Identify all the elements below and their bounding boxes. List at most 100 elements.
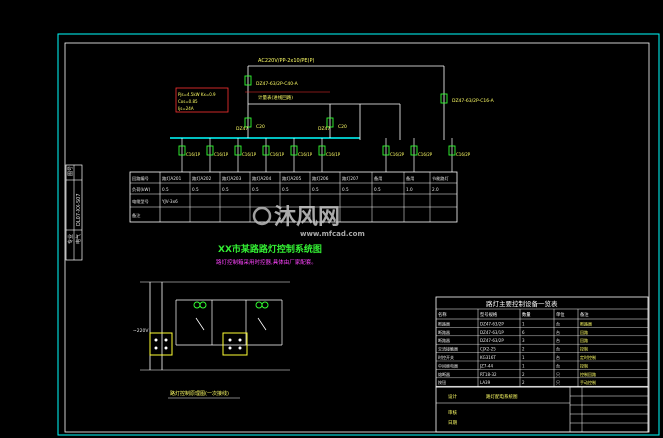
equipment-cell: 手动控制 xyxy=(580,379,596,385)
equipment-cell: DZ47-63/2P xyxy=(480,321,504,326)
equipment-cell: 中间继电器 xyxy=(438,362,458,368)
equipment-header-cell: 数量 xyxy=(522,311,531,318)
equipment-cell: 断路器 xyxy=(438,320,450,326)
table-cell: 0.5 xyxy=(162,187,169,192)
watermark-text: 沐风网 xyxy=(274,205,340,230)
equipment-cell: 1 xyxy=(522,363,525,368)
sheet-note: 路灯配电系统图 xyxy=(486,393,518,400)
incoming-spec: DZ47-63/2P-C40-A xyxy=(256,81,299,87)
table-cell: 节能路灯 xyxy=(432,175,450,182)
branch-breaker-label: C16/1P xyxy=(270,152,285,157)
branch-breaker-symbol xyxy=(262,145,270,156)
diagram-title: XX市某路路灯控制系统图 xyxy=(218,243,322,255)
equipment-cell: DZ47-63/2P xyxy=(480,338,504,343)
table-cell: 0.5 xyxy=(342,187,349,192)
branch-breaker-symbol xyxy=(318,145,326,156)
equipment-cell: 3 xyxy=(522,338,525,343)
table-cell: 0.5 xyxy=(192,187,199,192)
incoming-label: AC220V/PP-2x10/PE(P) xyxy=(258,58,315,64)
branch-breaker-label: C16/2P xyxy=(418,152,433,157)
table-cell: 路灯A202 xyxy=(192,175,212,182)
equipment-cell: 1 xyxy=(522,321,525,326)
equipment-cell: 1 xyxy=(522,355,525,360)
strip-label-2: DL07-XX-S07 xyxy=(76,194,82,227)
equipment-cell: 台 xyxy=(556,320,560,326)
equipment-header-cell: 型号规格 xyxy=(480,311,498,318)
branch-breaker-symbol xyxy=(234,145,242,156)
branch-breaker-label: C16/1P xyxy=(186,152,201,157)
equipment-header-cell: 单位 xyxy=(556,311,565,318)
branch-breaker-label: C16/1P xyxy=(242,152,257,157)
title-block-design: 设计 xyxy=(448,393,457,400)
equipment-cell: 控制 xyxy=(580,362,588,368)
equipment-cell: 2 xyxy=(522,372,525,377)
watermark: 沐风网 www.mfcad.com xyxy=(252,205,365,238)
table-cell: 0.5 xyxy=(252,187,259,192)
inner-frame xyxy=(64,42,650,433)
equipment-cell: 台 xyxy=(556,329,560,335)
control-caption: 路灯控制原理图(一次接线) xyxy=(170,390,229,397)
left-title-strip: 图号 DL07-XX-S07 专业 电气 xyxy=(65,164,83,261)
strip-label-3: 专业 xyxy=(67,234,74,244)
branch-breaker-symbol xyxy=(382,145,390,156)
branch-breaker-symbol xyxy=(410,145,418,156)
control-schematic: ~220V 路灯控制原理图(一次接线) xyxy=(133,281,290,399)
outer-frame xyxy=(57,33,660,436)
equipment-cell: LA39 xyxy=(480,380,491,385)
title-block-check: 审核 xyxy=(448,409,457,416)
equipment-header-cell: 名称 xyxy=(438,311,447,318)
diagram-subtitle: 路灯控制箱采用时控器,具体由厂家配套。 xyxy=(216,258,317,266)
group1-label: DZ47 xyxy=(236,126,248,132)
equipment-cell: 时控开关 xyxy=(438,354,454,360)
equipment-cell: 2 xyxy=(522,347,525,352)
table-cell: 路灯A201 xyxy=(162,175,182,182)
equipment-header-cell: 备注 xyxy=(580,311,589,318)
control-voltage: ~220V xyxy=(133,328,149,334)
table-cell: 路灯A203 xyxy=(222,175,242,182)
title-block: 路灯配电系统图 设计 审核 日期 xyxy=(435,386,649,433)
table-cell: 2.0 xyxy=(432,187,439,192)
branch-breaker-label: C16/1P xyxy=(326,152,341,157)
table-cell: 0.5 xyxy=(222,187,229,192)
equipment-cell: 台 xyxy=(556,362,560,368)
right-breaker-spec: DZ47-63/2P-C16-A xyxy=(452,98,495,104)
table-cell: 路灯207 xyxy=(342,175,359,182)
branch-breaker-label: C16/1P xyxy=(214,152,229,157)
equipment-cell: 只 xyxy=(556,380,560,385)
equipment-cell: 回路 xyxy=(580,337,588,343)
group2-spec: C20 xyxy=(338,124,347,130)
branch-breaker-label: C16/2P xyxy=(456,152,471,157)
parameter-box: Pjs=4.5kW Kx=0.9 Cos=0.85 Ijs=24A xyxy=(175,87,229,113)
param-line-2: Cos=0.85 xyxy=(178,99,198,104)
equipment-cell: 6 xyxy=(522,330,525,335)
param-line-1: Pjs=4.5kW Kx=0.9 xyxy=(178,92,216,97)
table-cell: 0.5 xyxy=(312,187,319,192)
equipment-cell: 台 xyxy=(556,346,560,352)
table-cell: 电缆型号 xyxy=(132,198,149,205)
equipment-cell: 定时控制 xyxy=(580,354,596,360)
table-cell: 0.5 xyxy=(282,187,289,192)
table-cell: 备用 xyxy=(374,175,382,182)
table-cell: 负荷(kW) xyxy=(132,186,151,193)
equipment-cell: 断路器 xyxy=(580,320,592,326)
equipment-title: 路灯主要控制设备一览表 xyxy=(486,299,558,308)
branch-breaker-symbol xyxy=(448,145,456,156)
equipment-cell: 断路器 xyxy=(438,337,450,343)
branch-breaker-label: C16/2P xyxy=(390,152,405,157)
equipment-cell: 控制回路 xyxy=(580,371,596,377)
table-cell: 1.0 xyxy=(406,187,413,192)
meter-label: 计量表(进线回路) xyxy=(258,94,293,101)
equipment-cell: 熔断器 xyxy=(438,371,450,377)
param-line-3: Ijs=24A xyxy=(178,106,194,111)
table-cell: 备用 xyxy=(406,175,414,182)
strip-label-4: 电气 xyxy=(75,234,82,244)
equipment-cell: 断路器 xyxy=(438,329,450,335)
equipment-cell: JZ7-44 xyxy=(479,363,493,368)
equipment-cell: 控制 xyxy=(580,346,588,352)
table-cell: 回路编号 xyxy=(132,175,149,182)
equipment-cell: 交流接触器 xyxy=(438,346,458,352)
